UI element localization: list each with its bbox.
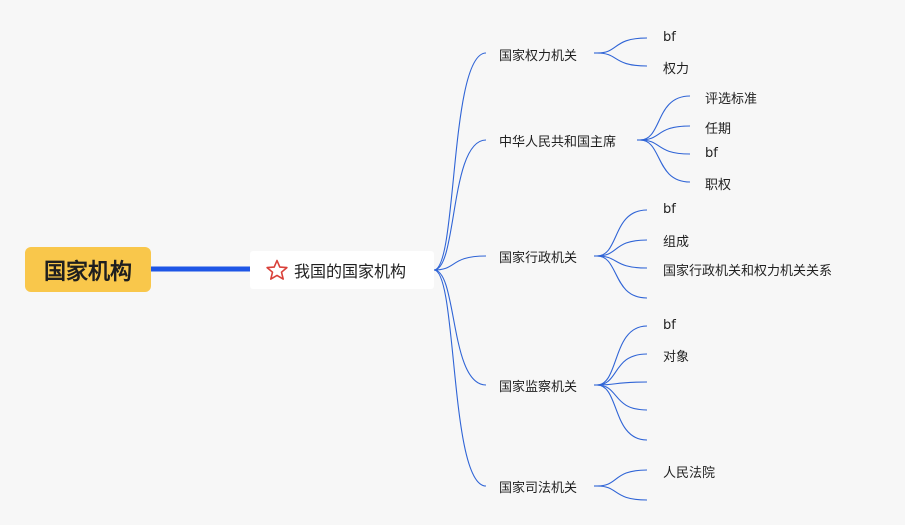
leaf-node[interactable]: bf — [663, 202, 676, 217]
branch-label: 国家司法机关 — [499, 481, 578, 496]
leaf-node[interactable]: 对象 — [663, 346, 689, 365]
branch-label: 国家权力机关 — [499, 49, 578, 64]
leaf-label: bf — [705, 146, 718, 161]
root-topic[interactable]: 国家机构 — [25, 247, 151, 292]
leaf-connector — [596, 325, 648, 386]
leaf-node[interactable]: bf — [705, 146, 718, 161]
leaf-node[interactable]: bf — [663, 318, 676, 333]
leaf-connector — [596, 384, 648, 441]
leaf-connector — [639, 139, 691, 155]
leaf-node[interactable]: 组成 — [663, 231, 689, 250]
leaf-label: 权力 — [663, 62, 690, 77]
leaf-connector — [596, 469, 648, 487]
leaf-connector — [596, 381, 648, 386]
leaf-label: 职权 — [705, 178, 732, 193]
leaf-label: 人民法院 — [663, 466, 716, 481]
leaf-node[interactable]: 任期 — [705, 118, 731, 137]
leaf-node[interactable]: 权力 — [663, 58, 689, 77]
leaf-node[interactable]: 评选标准 — [705, 88, 757, 107]
leaf-node[interactable]: bf — [663, 30, 676, 45]
leaf-connector — [596, 255, 648, 269]
leaf-label: bf — [663, 202, 676, 217]
leaf-connector — [639, 95, 691, 141]
branch-label: 国家监察机关 — [499, 380, 578, 395]
branch-node[interactable]: 中华人民共和国主席 — [499, 131, 616, 150]
leaf-label: 对象 — [663, 350, 690, 365]
branch-connector — [433, 269, 487, 487]
leaf-label: 评选标准 — [705, 92, 758, 107]
leaf-connector — [596, 37, 648, 54]
leaf-connector — [596, 52, 648, 67]
leaf-label: bf — [663, 30, 676, 45]
leaf-node[interactable]: 人民法院 — [663, 462, 715, 481]
branch-label: 中华人民共和国主席 — [499, 135, 617, 150]
branch-connector — [433, 52, 487, 271]
root-topic-label: 国家机构 — [43, 259, 132, 285]
leaf-node[interactable]: 国家行政机关和权力机关关系 — [663, 260, 832, 279]
leaf-label: 国家行政机关和权力机关关系 — [663, 264, 833, 279]
branch-node[interactable]: 国家司法机关 — [499, 477, 577, 496]
leaf-connector — [596, 485, 648, 501]
star-icon — [266, 259, 288, 280]
leaf-label: 任期 — [705, 122, 732, 137]
leaf-connector — [596, 255, 648, 299]
branch-connector — [433, 255, 487, 271]
branch-connector — [433, 139, 487, 271]
leaf-connector — [596, 239, 648, 257]
leaf-connector — [639, 139, 691, 183]
branch-connector — [433, 269, 487, 386]
central-topic[interactable]: 我国的国家机构 — [250, 251, 434, 289]
leaf-node[interactable]: 职权 — [705, 174, 731, 193]
branch-node[interactable]: 国家监察机关 — [499, 376, 577, 395]
branch-node[interactable]: 国家权力机关 — [499, 45, 577, 64]
leaf-connector — [596, 384, 648, 411]
leaf-connector — [596, 209, 648, 257]
branch-label: 国家行政机关 — [499, 251, 578, 266]
central-topic-label: 我国的国家机构 — [294, 262, 407, 281]
leaf-connector — [639, 125, 691, 141]
branch-node[interactable]: 国家行政机关 — [499, 247, 577, 266]
leaf-label: 组成 — [663, 235, 690, 250]
leaf-label: bf — [663, 318, 676, 333]
leaf-connector — [596, 353, 648, 386]
